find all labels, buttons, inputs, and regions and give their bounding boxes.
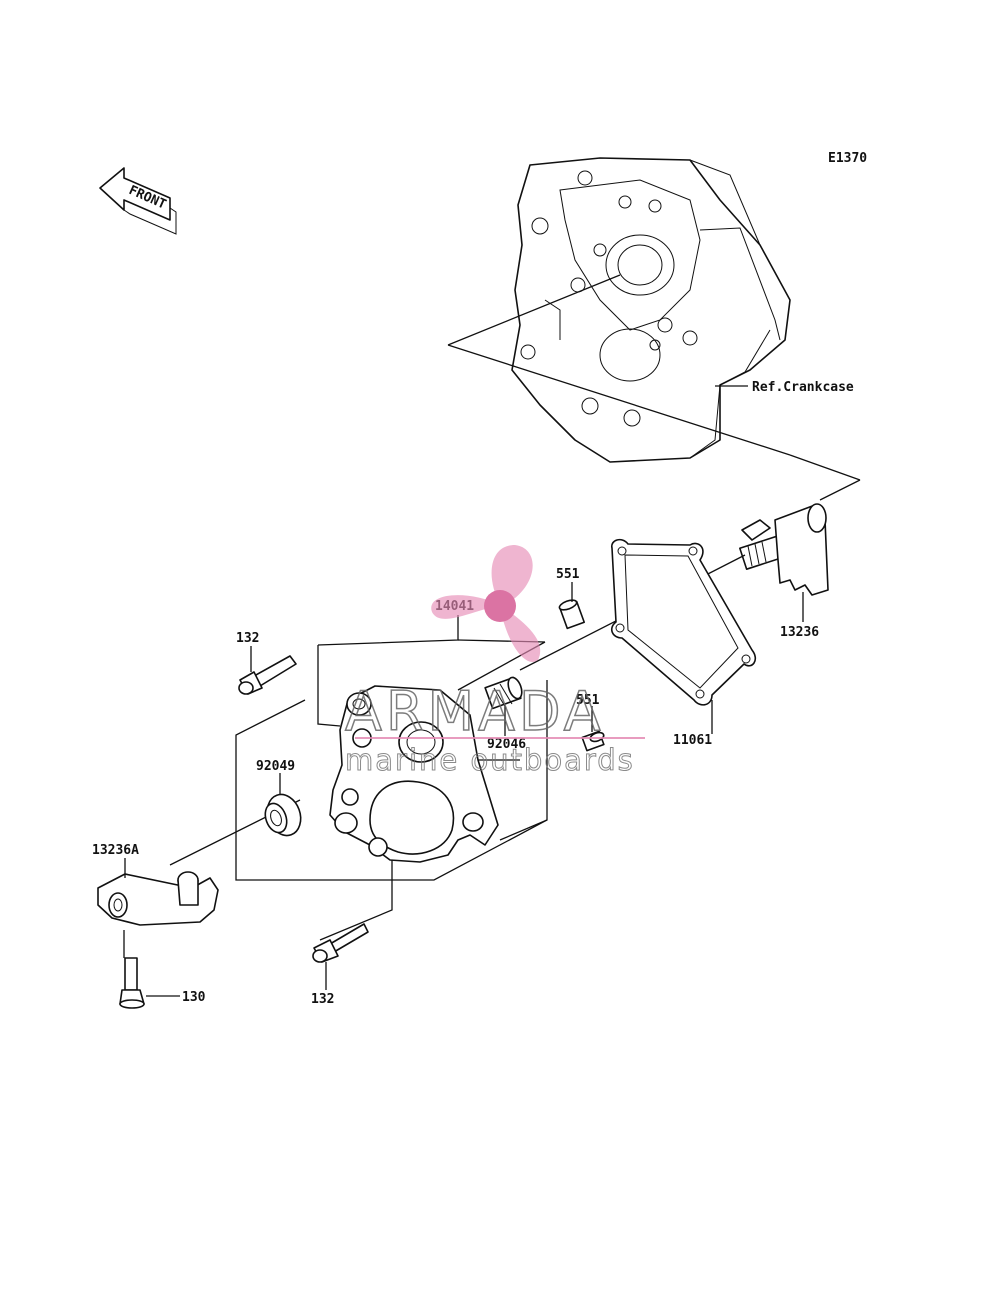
oil-seal-92049	[264, 793, 302, 837]
watermark-tagline: marine outboards	[345, 743, 635, 777]
dowel-pin-551-top	[558, 599, 586, 630]
armada-watermark: ARMADA marine outboards	[344, 545, 645, 778]
label-551-top: 551	[556, 567, 580, 582]
cover-14041	[329, 685, 499, 863]
propeller-icon	[431, 545, 541, 662]
label-92049: 92049	[256, 759, 295, 774]
label-13236: 13236	[780, 625, 819, 640]
crankcase-outline	[511, 157, 791, 463]
label-130: 130	[182, 990, 206, 1005]
diagram-code: E1370	[828, 151, 867, 166]
dowel-pin-551-bottom	[581, 730, 605, 752]
bolt-132-top	[238, 655, 297, 695]
shift-lever-13236A	[97, 871, 219, 926]
gasket-11061	[610, 538, 757, 706]
shift-shaft-13236	[739, 503, 829, 596]
label-132-top: 132	[236, 631, 259, 646]
label-13236A: 13236A	[92, 843, 139, 858]
watermark-brand: ARMADA	[345, 680, 605, 743]
front-arrow-icon: FRONT	[99, 167, 177, 235]
label-11061: 11061	[673, 733, 712, 748]
label-551-bottom: 551	[576, 693, 600, 708]
bolt-130	[119, 957, 145, 1009]
label-92046: 92046	[487, 737, 526, 752]
ref-crankcase-label: Ref.Crankcase	[752, 380, 854, 395]
label-132-bottom: 132	[311, 992, 334, 1007]
needle-bearing-92046	[484, 676, 523, 710]
bolt-132-bottom	[312, 923, 369, 963]
